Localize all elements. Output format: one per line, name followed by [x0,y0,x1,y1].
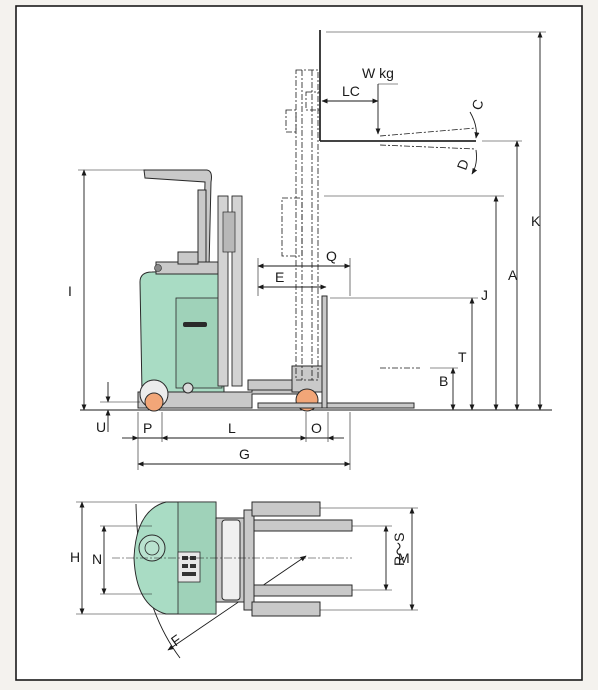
label-U: U [96,419,106,435]
mast-cylinder [222,211,236,253]
label-B: B [439,373,448,389]
label-P: P [143,420,152,436]
top-fork-lower [253,584,353,597]
label-L: L [228,420,236,436]
label-H: H [70,549,80,565]
top-carriage [221,519,241,601]
diagram-frame [15,5,583,681]
guard-post [197,189,207,271]
seat [177,251,199,265]
top-fork-upper [253,519,353,532]
label-I: I [68,283,72,299]
label-K: K [531,213,541,229]
raised-fork-tilt-down [379,144,477,150]
caster-wheel [182,382,194,394]
label-W: W kg [362,65,394,81]
top-control-panel [177,551,201,583]
top-reach-leg-lower [251,601,321,617]
label-O: O [311,420,322,436]
raised-fork-tilt-up [379,127,477,137]
label-LC: LC [342,83,360,99]
fork-lowered [257,402,415,409]
label-Q: Q [326,248,337,264]
label-E: E [275,269,284,285]
top-view: F H [70,501,418,659]
body-handle [183,322,207,327]
label-A: A [508,267,518,283]
label-J: J [481,287,488,303]
label-T: T [458,349,467,365]
label-RS: R～S [391,533,407,566]
side-view: LC W kg C D K A J T B I U [68,30,552,470]
top-fork-plate [243,509,255,611]
top-drive-wheel [138,534,166,562]
fork-shank-lowered [321,295,328,409]
label-M: M [398,550,410,566]
label-N: N [92,551,102,567]
top-reach-leg-upper [251,501,321,517]
side-panel [175,297,223,389]
control-knob [154,264,162,272]
raised-mast-phantom [295,69,319,381]
main-mast-inner [231,195,243,387]
reach-leg-front [291,365,327,393]
label-G: G [239,446,250,462]
drive-wheel [144,392,164,412]
carriage-phantom [281,197,303,257]
main-mast-outer [217,195,229,387]
